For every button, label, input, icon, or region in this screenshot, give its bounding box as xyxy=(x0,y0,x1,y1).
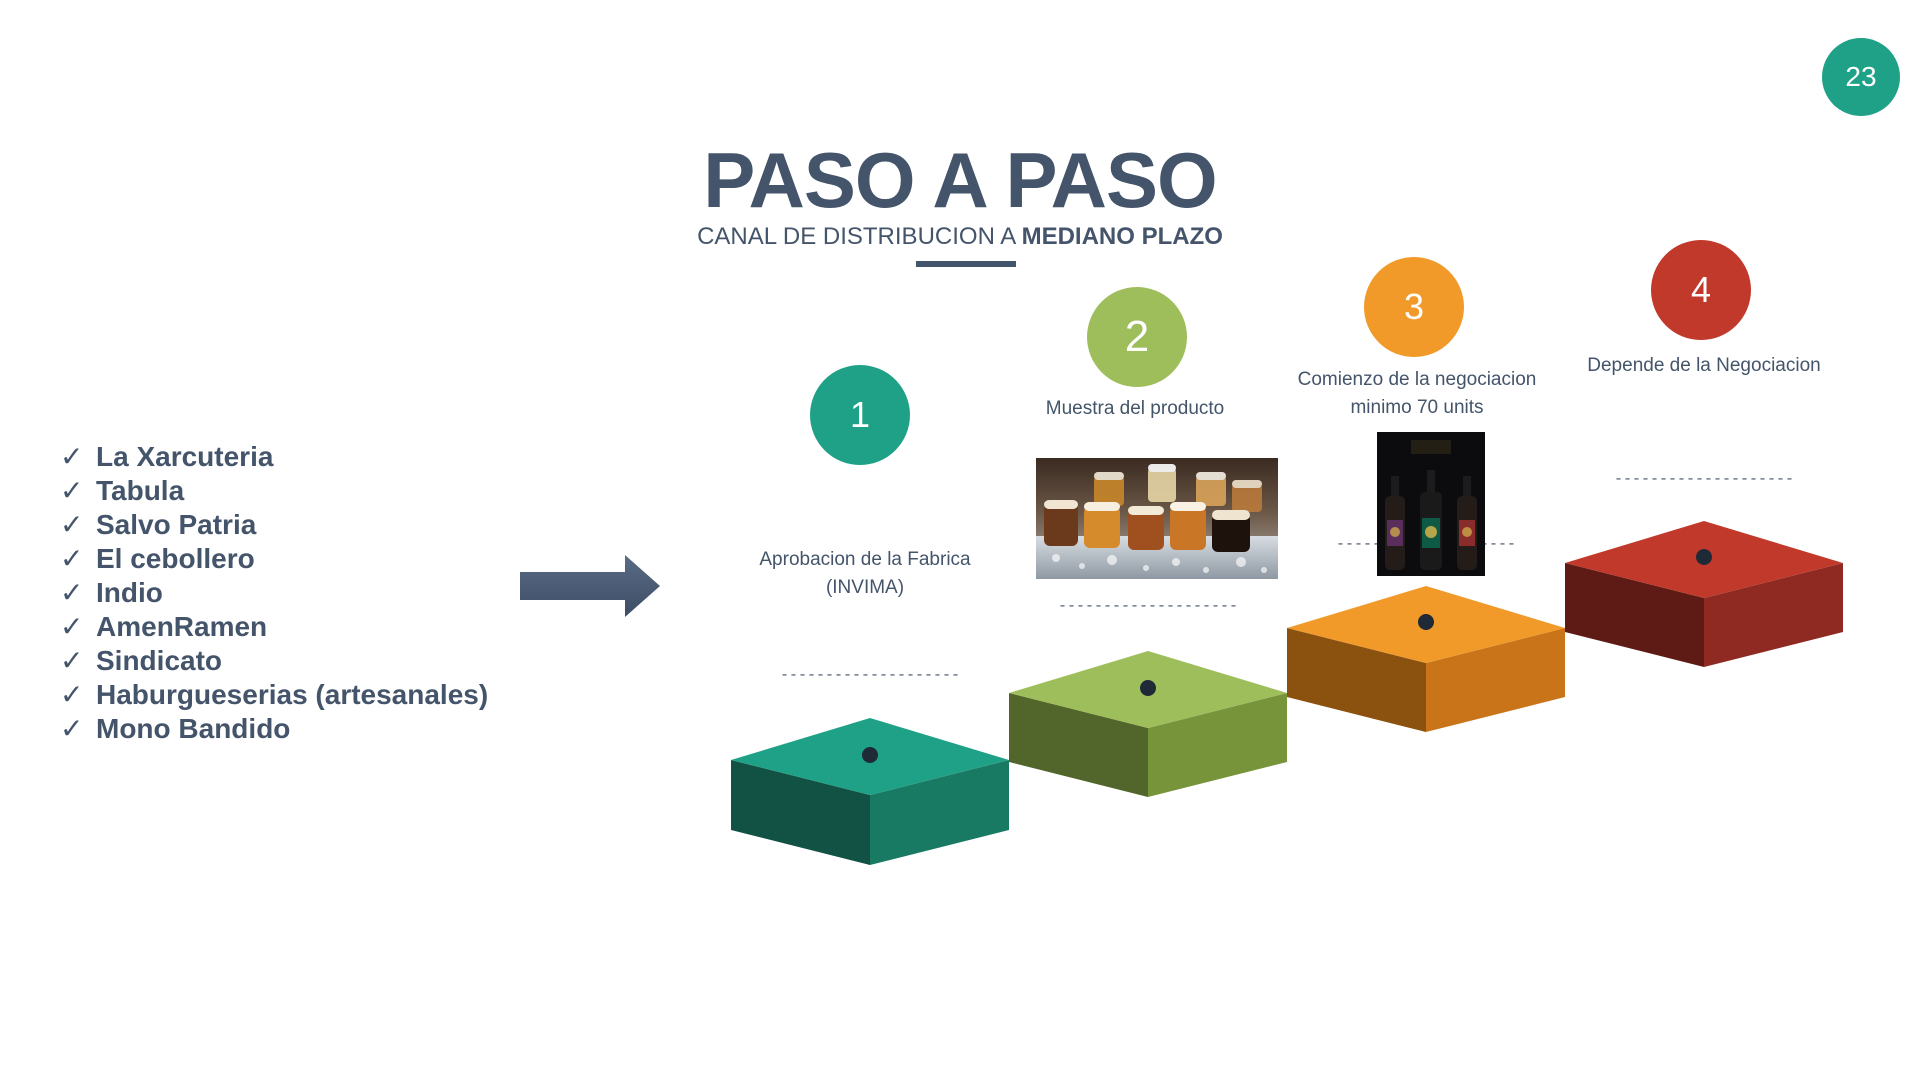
step-block-1 xyxy=(731,718,1009,865)
step-dot-4 xyxy=(1696,549,1712,565)
step-block-4 xyxy=(1565,521,1843,667)
step-number-2: 2 xyxy=(1087,287,1187,387)
step-block-2 xyxy=(1009,651,1287,797)
step-block-3 xyxy=(1287,586,1565,732)
step-label-2: Muestra del producto xyxy=(1010,395,1260,423)
beer-glasses-image xyxy=(1036,458,1278,579)
step-dashes-1: -------------------- xyxy=(770,667,970,684)
step-label-1: Aprobacion de la Fabrica (INVIMA) xyxy=(730,546,1000,602)
step-dashes-2: -------------------- xyxy=(1048,598,1248,615)
step-label-4: Depende de la Negociacion xyxy=(1569,352,1839,380)
step-number-3: 3 xyxy=(1364,257,1464,357)
step-label-3: Comienzo de la negociacion minimo 70 uni… xyxy=(1282,366,1552,422)
beer-bottles-image xyxy=(1377,432,1485,576)
step-dot-1 xyxy=(862,747,878,763)
step-dot-3 xyxy=(1418,614,1434,630)
step-dot-2 xyxy=(1140,680,1156,696)
step-number-4: 4 xyxy=(1651,240,1751,340)
step-dashes-4: -------------------- xyxy=(1604,471,1804,488)
step-number-1: 1 xyxy=(810,365,910,465)
